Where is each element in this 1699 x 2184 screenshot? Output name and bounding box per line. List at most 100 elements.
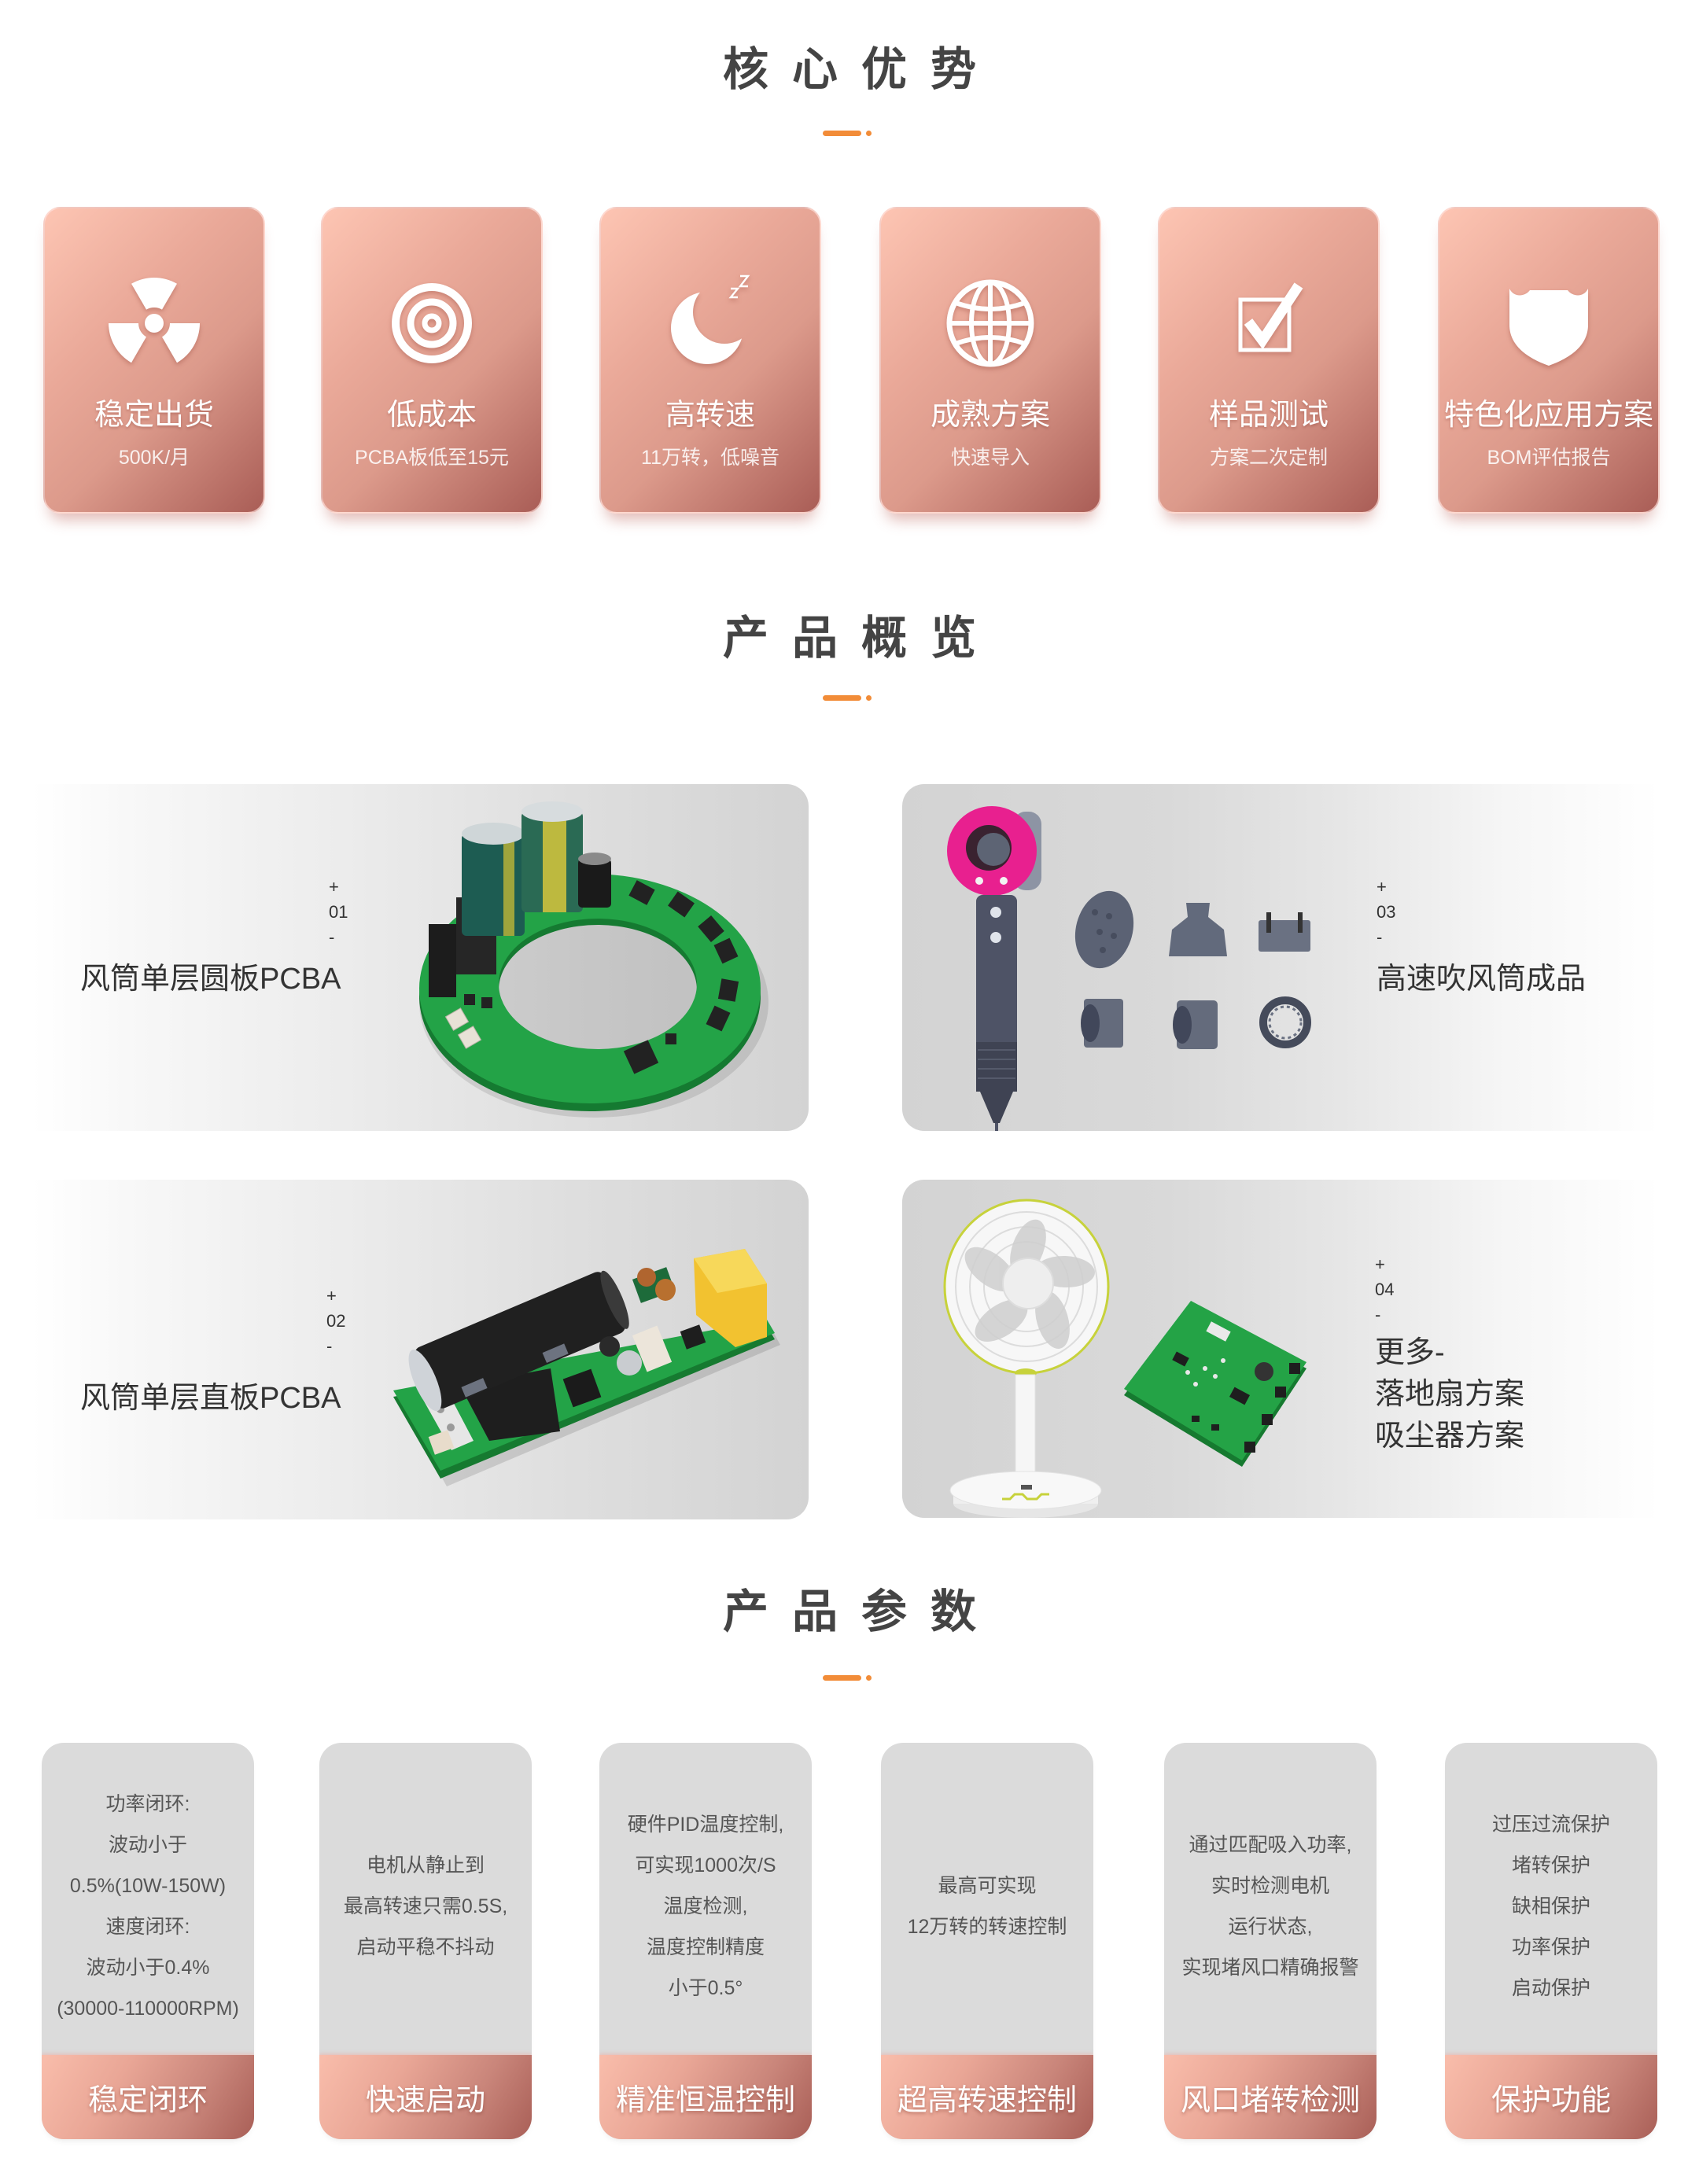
advantage-card-custom-solution: 特色化应用方案 BOM评估报告	[1438, 207, 1660, 514]
param-line: 电机从静止到	[366, 1854, 485, 1876]
product-panel-more-solutions[interactable]	[902, 1180, 1660, 1518]
param-line: 功率保护	[1511, 1935, 1590, 1958]
advantage-subtitle: 11万转，低噪音	[641, 447, 779, 469]
param-line: 启动保护	[1511, 1976, 1590, 1999]
param-title: 快速启动	[365, 2084, 485, 2117]
panel-label: 风筒单层圆板PCBA	[80, 963, 341, 996]
param-line: 温度检测,	[663, 1895, 748, 1917]
param-description: 硬件PID温度控制, 可实现1000次/S 温度检测, 温度控制精度 小于0.5…	[599, 1743, 812, 2055]
advantage-card-low-cost: 低成本 PCBA板低至15元	[321, 207, 543, 514]
product-panel-hair-dryer[interactable]	[902, 784, 1660, 1131]
round-pcb-image	[419, 801, 768, 1118]
param-line: 小于0.5°	[668, 1976, 743, 1999]
section-title-params: 产品参数	[722, 1585, 1000, 1638]
advantage-subtitle: 快速导入	[950, 447, 1030, 469]
advantage-title: 稳定出货	[94, 399, 214, 432]
title-divider-dot	[866, 131, 872, 136]
param-line: 可实现1000次/S	[635, 1854, 776, 1876]
param-title-band: 稳定闭环	[42, 2055, 254, 2139]
param-title-band: 超高转速控制	[881, 2055, 1093, 2139]
param-title: 稳定闭环	[87, 2084, 208, 2117]
product-panel-round-pcb[interactable]	[31, 784, 809, 1131]
param-title: 超高转速控制	[897, 2084, 1077, 2117]
fan-and-pcb-image	[943, 1199, 1306, 1518]
panel-label-more: 更多- 落地扇方案 吸尘器方案	[1375, 1332, 1524, 1457]
param-line: 启动平稳不抖动	[356, 1935, 495, 1958]
param-line: 过压过流保护	[1491, 1813, 1610, 1836]
param-line: 12万转的转速控制	[907, 1915, 1067, 1938]
advantage-card-mature-solution: 成熟方案 快速导入	[879, 207, 1101, 514]
advantage-card-sample-testing: 样品测试 方案二次定制	[1158, 207, 1380, 514]
param-line: 硬件PID温度控制,	[627, 1813, 784, 1836]
panel-label: 高速吹风筒成品	[1377, 963, 1587, 996]
param-line: 波动小于	[108, 1833, 187, 1856]
param-card-ultra-high-speed: 最高可实现 12万转的转速控制 超高转速控制	[881, 1743, 1093, 2139]
target-icon	[392, 283, 472, 363]
section-title-overview: 产品概览	[722, 611, 1000, 665]
param-title-band: 保护功能	[1445, 2055, 1657, 2139]
advantage-subtitle: 500K/月	[118, 447, 190, 469]
title-divider-bar	[823, 131, 861, 136]
shield-icon	[1509, 289, 1588, 366]
title-divider-dot	[866, 1675, 872, 1681]
panel-label-line: 落地扇方案	[1375, 1378, 1525, 1411]
title-divider-bar	[823, 695, 861, 701]
param-line: 堵转保护	[1511, 1854, 1590, 1876]
advantage-title: 低成本	[386, 399, 477, 432]
advantage-title: 特色化应用方案	[1443, 399, 1653, 432]
param-description: 电机从静止到 最高转速只需0.5S, 启动平稳不抖动	[319, 1743, 532, 2055]
advantage-subtitle: PCBA板低至15元	[355, 447, 509, 469]
param-title-band: 风口堵转检测	[1164, 2055, 1377, 2139]
advantage-title: 高转速	[665, 399, 755, 432]
param-line: 温度控制精度	[646, 1935, 765, 1958]
param-line: 最高转速只需0.5S,	[343, 1895, 508, 1917]
param-line: 最高可实现	[938, 1874, 1037, 1897]
param-line: 缺相保护	[1511, 1895, 1590, 1917]
param-title: 保护功能	[1491, 2084, 1611, 2117]
param-title: 精准恒温控制	[615, 2084, 795, 2117]
param-line: 实现堵风口精确报警	[1181, 1956, 1359, 1979]
title-divider-dot	[866, 695, 872, 701]
panel-index: + 01 -	[329, 877, 348, 947]
param-line: 速度闭环:	[105, 1915, 190, 1938]
param-line: 波动小于0.4%	[86, 1956, 210, 1979]
advantage-subtitle: BOM评估报告	[1487, 447, 1611, 469]
param-card-precise-temperature: 硬件PID温度控制, 可实现1000次/S 温度检测, 温度控制精度 小于0.5…	[599, 1743, 812, 2139]
section-title-advantages: 核心优势	[722, 42, 1000, 96]
panel-label-line: 更多-	[1375, 1336, 1445, 1369]
panel-index: + 02 -	[326, 1286, 346, 1356]
title-divider-bar	[823, 1675, 861, 1681]
param-line: (30000-110000RPM)	[57, 1997, 239, 2020]
param-card-fast-start: 电机从静止到 最高转速只需0.5S, 启动平稳不抖动 快速启动	[319, 1743, 532, 2139]
param-description: 通过匹配吸入功率, 实时检测电机 运行状态, 实现堵风口精确报警	[1164, 1743, 1377, 2055]
panel-label: 风筒单层直板PCBA	[80, 1382, 341, 1415]
param-card-blockage-detection: 通过匹配吸入功率, 实时检测电机 运行状态, 实现堵风口精确报警 风口堵转检测	[1164, 1743, 1377, 2139]
advantage-title: 成熟方案	[930, 399, 1050, 432]
globe-icon	[946, 279, 1034, 367]
straight-pcb-image	[393, 1249, 780, 1486]
param-line: 实时检测电机	[1211, 1874, 1329, 1897]
param-line: 运行状态,	[1228, 1915, 1313, 1938]
param-description: 最高可实现 12万转的转速控制	[881, 1743, 1093, 2055]
advantage-title: 样品测试	[1208, 399, 1329, 432]
product-panel-straight-pcb[interactable]	[31, 1180, 809, 1519]
param-card-protection: 过压过流保护 堵转保护 缺相保护 功率保护 启动保护 保护功能	[1445, 1743, 1657, 2139]
param-title-band: 精准恒温控制	[599, 2055, 812, 2139]
radiation-icon	[109, 277, 200, 363]
advantage-subtitle: 方案二次定制	[1209, 447, 1328, 469]
param-card-stable-loop: 功率闭环: 波动小于 0.5%(10W-150W) 速度闭环: 波动小于0.4%…	[42, 1743, 254, 2139]
param-line: 通过匹配吸入功率,	[1189, 1833, 1352, 1856]
param-description: 过压过流保护 堵转保护 缺相保护 功率保护 启动保护	[1445, 1743, 1657, 2055]
panel-label-line: 吸尘器方案	[1375, 1420, 1525, 1453]
checkbox-icon	[1238, 282, 1303, 352]
hair-dryer-image	[947, 806, 1311, 1131]
param-description: 功率闭环: 波动小于 0.5%(10W-150W) 速度闭环: 波动小于0.4%…	[42, 1743, 254, 2055]
param-title-band: 快速启动	[319, 2055, 532, 2139]
param-title: 风口堵转检测	[1180, 2084, 1360, 2117]
advantage-card-high-speed: 高转速 11万转，低噪音	[599, 207, 821, 514]
moon-icon	[671, 274, 750, 364]
param-line: 0.5%(10W-150W)	[69, 1874, 227, 1897]
panel-index: + 04 -	[1375, 1254, 1395, 1324]
panel-index: + 03 -	[1377, 877, 1396, 947]
param-line: 功率闭环:	[105, 1792, 190, 1815]
